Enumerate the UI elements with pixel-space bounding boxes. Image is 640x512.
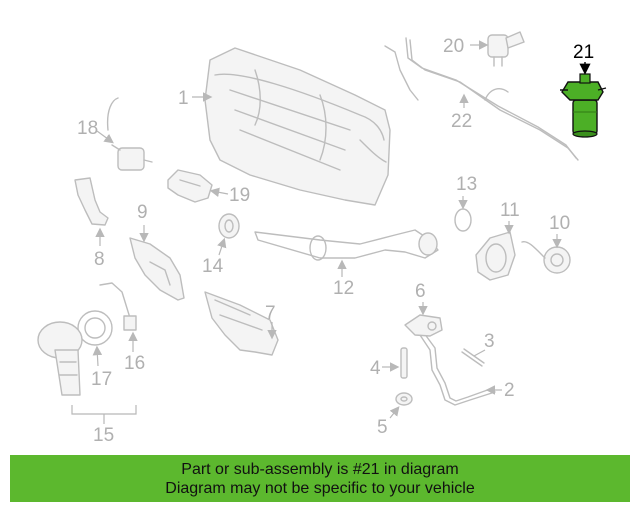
part-8-heat-shield <box>74 177 109 226</box>
part-19-bracket <box>167 169 213 203</box>
label-part-2: 2 <box>504 380 515 401</box>
label-part-1: 1 <box>178 88 189 109</box>
label-part-7: 7 <box>265 303 276 324</box>
part-13-seal-ring <box>454 208 472 232</box>
label-part-16: 16 <box>124 353 145 374</box>
exploded-parts-diagram: 1 2 3 4 5 6 7 8 <box>37 31 607 446</box>
label-part-10: 10 <box>549 213 570 234</box>
label-part-9: 9 <box>137 202 148 223</box>
label-part-8: 8 <box>94 249 105 270</box>
label-part-19: 19 <box>229 185 250 206</box>
part-9-shield-panel <box>129 237 185 301</box>
label-part-4: 4 <box>370 358 381 379</box>
part-1-fuel-tank <box>204 47 391 206</box>
part-12-filler-neck <box>254 229 439 261</box>
part-14-washer <box>218 213 240 239</box>
part-20-valve <box>487 31 525 67</box>
label-part-18: 18 <box>77 118 98 139</box>
part-2-rod <box>419 332 496 406</box>
label-part-12: 12 <box>333 278 354 299</box>
label-part-6: 6 <box>415 281 426 302</box>
label-part-22: 22 <box>451 111 472 132</box>
label-part-20: 20 <box>443 36 464 57</box>
label-part-5: 5 <box>377 417 388 438</box>
part-16-wiring-harness <box>99 282 137 331</box>
part-5-grommet <box>395 392 413 406</box>
banner-line-1: Part or sub-assembly is #21 in diagram <box>181 461 459 478</box>
label-part-14: 14 <box>202 256 224 277</box>
label-part-11: 11 <box>500 200 520 221</box>
part-22-vapor-line <box>384 37 579 161</box>
label-part-21: 21 <box>573 42 594 63</box>
part-3-stud <box>461 348 485 367</box>
part-17-lock-ring <box>77 310 113 346</box>
part-7-shield <box>204 291 279 356</box>
label-part-3: 3 <box>484 331 495 352</box>
part-15-callout <box>71 405 137 424</box>
label-part-17: 17 <box>91 369 112 390</box>
part-11-cover <box>475 231 516 281</box>
part-10-sending-unit <box>521 241 571 274</box>
part-4-pin <box>400 347 408 379</box>
part-info-banner: Part or sub-assembly is #21 in diagram D… <box>10 455 630 502</box>
part-15-pump-module <box>37 321 83 396</box>
label-part-15: 15 <box>93 425 114 446</box>
part-6-bracket <box>404 314 443 337</box>
part-18-fuel-filter <box>106 97 153 171</box>
banner-line-2: Diagram may not be specific to your vehi… <box>165 480 475 497</box>
label-part-13: 13 <box>456 174 477 195</box>
part-21-fuel-pump-highlighted[interactable] <box>560 73 607 138</box>
